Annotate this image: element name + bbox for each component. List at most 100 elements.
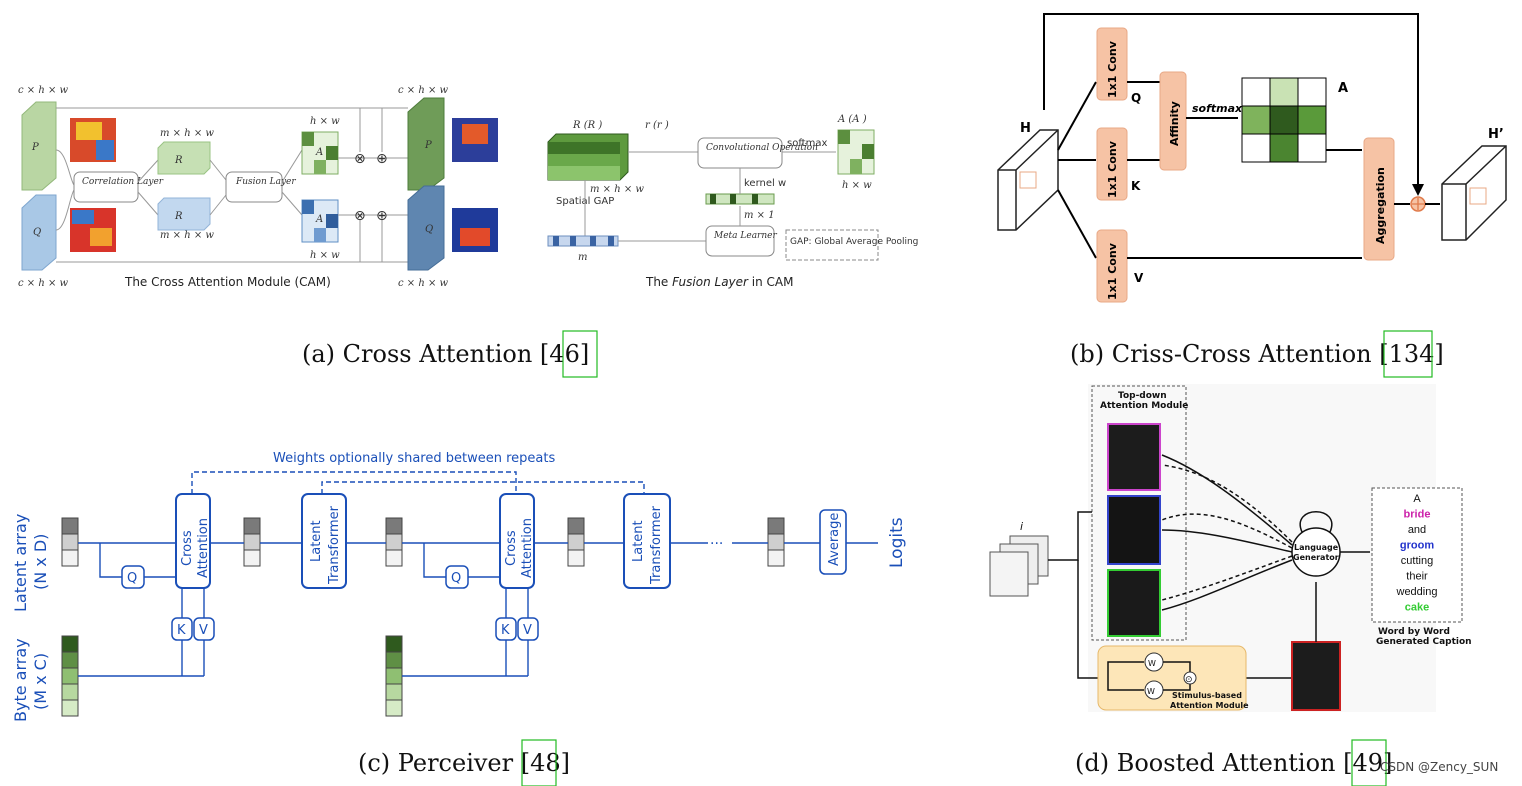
v-box-1 [193, 617, 215, 641]
aq-label: A [315, 214, 323, 225]
conv-v-box [1096, 229, 1128, 303]
q-label-b: Q [1131, 91, 1141, 105]
dim-chw-top-right: c × h × w [398, 85, 449, 96]
dim-hw-bottom: h × w [310, 250, 340, 261]
input-stack-1 [989, 551, 1029, 597]
dim-hw-top: h × w [310, 116, 340, 127]
conv-op-label: Convolutional Operation [706, 143, 818, 153]
rp-stack-block [547, 133, 629, 181]
k-label-1: K [177, 623, 186, 638]
cross-label-2a: Cross [504, 530, 519, 566]
caption-word: A [1413, 493, 1421, 505]
language-label-1: Language [1294, 543, 1339, 552]
cross-label-2b: Attention [520, 518, 535, 578]
cross-label-1b: Attention [196, 518, 211, 578]
rq-block [157, 197, 211, 231]
attention-map-1 [1107, 423, 1161, 491]
caption-words-box [1371, 487, 1463, 623]
caption-word: wedding [1396, 586, 1438, 598]
conv-q-box [1096, 27, 1128, 101]
affinity-label: Affinity [1168, 101, 1181, 146]
ap-label: A [315, 147, 323, 158]
panel-d: Top-down Attention Module i W W ⊙ Stimul… [989, 384, 1472, 712]
stimulus-label-2: Attention Module [1170, 701, 1249, 710]
ellipsis: ··· [710, 536, 723, 552]
average-label: Average [827, 513, 842, 566]
weights-shared-label: Weights optionally shared between repeat… [273, 451, 555, 466]
ri-label: r (r ) [645, 120, 669, 131]
fusion-dim-mhw: m × h × w [590, 184, 644, 195]
topdown-label-2: Attention Module [1100, 401, 1188, 411]
wbw-label-1: Word by Word [1378, 627, 1450, 637]
conv-k-box [1096, 127, 1128, 201]
panel-b: H 1x1 Conv 1x1 Conv 1x1 Conv Q K V Affin… [997, 13, 1507, 303]
citation-box-d[interactable] [1351, 739, 1387, 786]
p-feature-block [21, 101, 57, 191]
h-label: H [1020, 121, 1031, 136]
k-label-b: K [1131, 179, 1141, 193]
aq-grid [301, 199, 339, 243]
dim-mhw-top: m × h × w [160, 128, 214, 139]
latent-label-2a: Latent [631, 520, 646, 562]
h-input-cube [997, 129, 1059, 231]
byte-array-2 [385, 635, 403, 717]
m1-label: m × 1 [744, 210, 775, 221]
latent-array-5 [767, 517, 785, 567]
caption-b: (b) Criss-Cross Attention [134] [1070, 340, 1444, 368]
watermark: CSDN @Zency_SUN [1380, 760, 1498, 774]
q-label: Q [33, 227, 41, 238]
rp-rq-label: R (R ) [572, 120, 602, 131]
attention-map-2 [1107, 495, 1161, 565]
cross-label-1a: Cross [180, 530, 195, 566]
v-label-2: V [523, 623, 532, 638]
gap-note-box [785, 229, 879, 261]
multiply-op-top: ⊗ [354, 151, 366, 167]
affinity-box [1159, 71, 1187, 171]
k-label-2: K [501, 623, 510, 638]
multiply-op-bottom: ⊗ [354, 208, 366, 224]
wsal-label: W [1147, 687, 1155, 696]
caption-word: their [1406, 571, 1428, 583]
v-box-2 [517, 617, 539, 641]
rp-label: R [174, 155, 183, 166]
ws-label: W [1148, 659, 1156, 668]
input-i-label: i [1020, 520, 1023, 533]
average-block [819, 509, 847, 575]
softmax-label: softmax [787, 138, 827, 149]
h-prime-label: H’ [1488, 127, 1504, 142]
correlation-layer-label: Correlation Layer [82, 177, 164, 187]
p-label: P [31, 142, 39, 153]
pb-output-block [407, 97, 445, 191]
citation-box-c[interactable] [521, 739, 557, 786]
attention-map-3 [1107, 569, 1161, 637]
citation-box-a[interactable] [562, 330, 598, 378]
softmax-label-b: softmax [1192, 102, 1243, 115]
add-op-bottom: ⊕ [376, 208, 388, 224]
fusion-dim-hw: h × w [842, 180, 872, 191]
caption-word: groom [1400, 540, 1434, 552]
gap-note: GAP: Global Average Pooling [790, 237, 918, 247]
k-box-1 [171, 617, 193, 641]
latent-array-2 [243, 517, 261, 567]
latent-label-1a: Latent [309, 520, 324, 562]
conv-q-label: 1x1 Conv [1106, 40, 1119, 98]
conv-v-label: 1x1 Conv [1106, 242, 1119, 300]
qb-label: Q [425, 224, 433, 235]
logits-label: Logits [887, 517, 907, 568]
m-vector [547, 235, 619, 247]
citation-box-b[interactable] [1383, 330, 1433, 378]
topdown-module-box [1091, 385, 1187, 641]
latent-transformer-block-2 [623, 493, 671, 589]
q-box-1 [121, 565, 145, 589]
fusion-caption: The Fusion Layer in CAM [645, 275, 793, 289]
latent-array-1 [61, 517, 79, 567]
dim-chw-top-left: c × h × w [18, 85, 69, 96]
caption-word: bride [1404, 509, 1431, 521]
fusion-layer-label: Fusion Layer [235, 177, 296, 187]
cross-attention-block-2 [499, 493, 535, 589]
cross-attention-block-1 [175, 493, 211, 589]
byte-dim-label: (M x C) [31, 653, 50, 710]
kernel-vector [705, 193, 775, 205]
